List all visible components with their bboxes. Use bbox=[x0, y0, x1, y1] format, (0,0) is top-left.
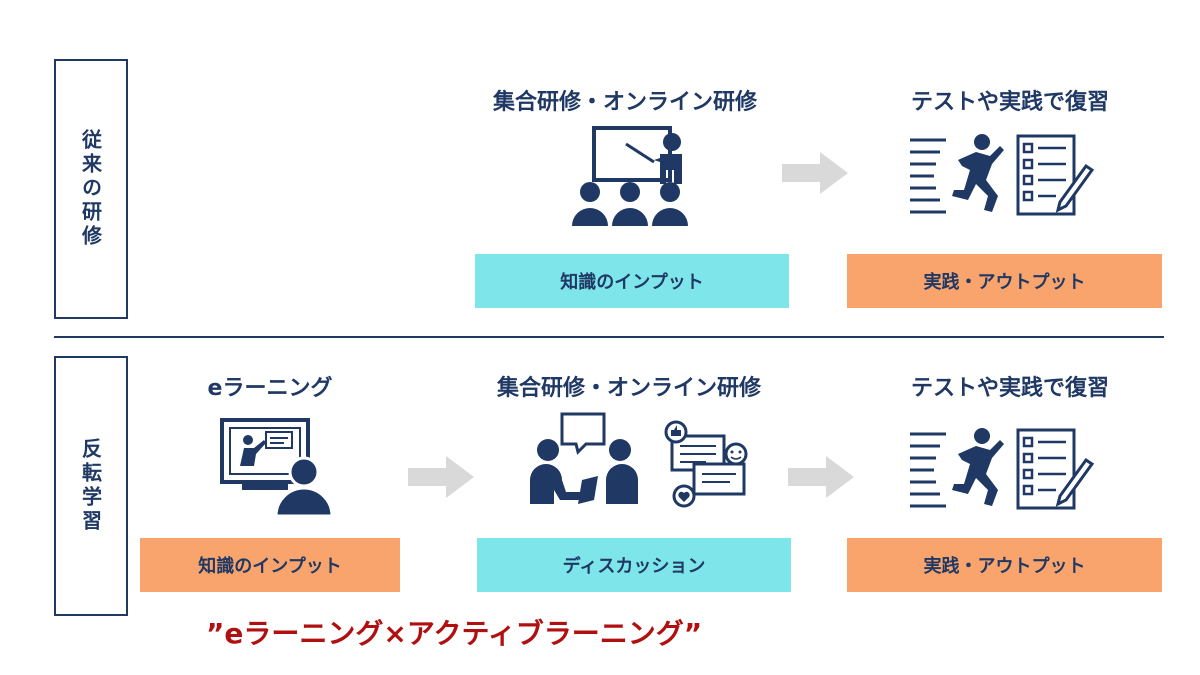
slogan-text: ”eラーニング×アクティブラーニング” bbox=[206, 617, 703, 650]
row-divider bbox=[54, 336, 1164, 338]
row-label-traditional: 従来の研修 bbox=[54, 59, 128, 319]
flipped-output-box: 実践・アウトプット bbox=[847, 538, 1162, 592]
flipped-input-box: 知識のインプット bbox=[140, 538, 400, 592]
discussion-chat-icon bbox=[530, 412, 748, 508]
running-checklist-icon bbox=[910, 428, 1095, 510]
arrow-right-icon bbox=[408, 456, 474, 498]
traditional-input-box: 知識のインプット bbox=[475, 254, 789, 308]
elearning-monitor-icon bbox=[220, 418, 334, 518]
traditional-step1-heading: 集合研修・オンライン研修 bbox=[492, 90, 757, 115]
flipped-discussion-box: ディスカッション bbox=[477, 538, 791, 592]
classroom-lecture-icon bbox=[572, 126, 688, 226]
row-label-flipped: 反転学習 bbox=[54, 356, 128, 616]
running-checklist-icon bbox=[910, 134, 1095, 216]
traditional-output-box: 実践・アウトプット bbox=[847, 254, 1162, 308]
arrow-right-icon bbox=[788, 456, 854, 498]
traditional-step2-heading: テストや実践で復習 bbox=[910, 90, 1109, 115]
arrow-right-icon bbox=[782, 152, 848, 194]
flipped-step3-heading: テストや実践で復習 bbox=[910, 376, 1109, 401]
flipped-step1-heading: eラーニング bbox=[207, 376, 333, 401]
flipped-step2-heading: 集合研修・オンライン研修 bbox=[496, 376, 761, 401]
